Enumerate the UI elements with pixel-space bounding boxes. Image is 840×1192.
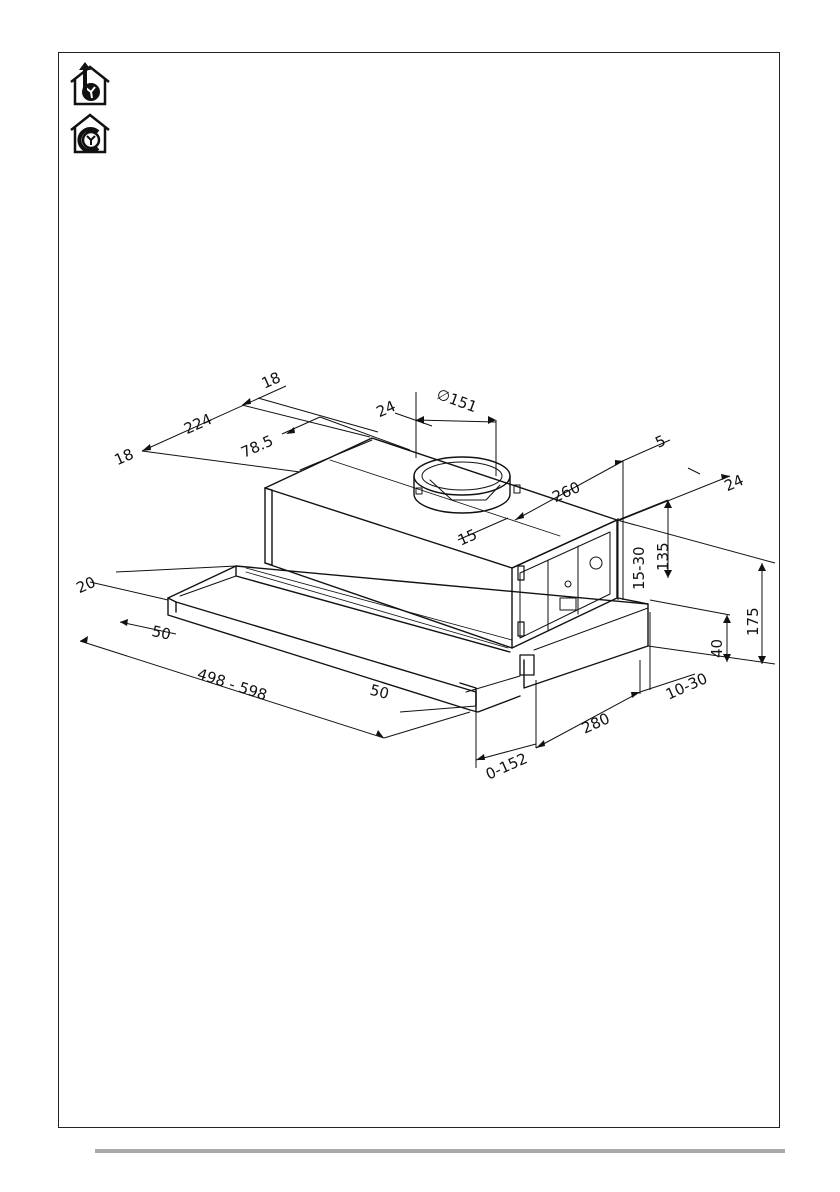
- dim-side-10-30: 10-30: [663, 669, 710, 703]
- footer-rule: [95, 1149, 785, 1153]
- dim-left-18: 18: [112, 445, 137, 469]
- dim-height-135: 135: [654, 542, 672, 571]
- dim-front-20: 20: [74, 573, 99, 597]
- hood-body-top: [265, 438, 617, 568]
- dim-depth-0-152: 0-152: [483, 749, 530, 783]
- dim-front-50-left: 50: [150, 622, 172, 644]
- dim-collar-diameter: ∅151: [434, 385, 479, 416]
- dim-height-175: 175: [744, 607, 762, 636]
- dim-depth-280: 280: [579, 709, 612, 737]
- dim-side-40: 40: [708, 639, 726, 658]
- dim-collar-offset-24: 24: [374, 397, 399, 421]
- telescopic-drawer: [168, 566, 648, 688]
- dim-depth-78-5: 78.5: [238, 432, 276, 462]
- dim-depth-260: 260: [549, 478, 582, 506]
- dim-width-498-598: 498 - 598: [195, 665, 269, 704]
- dim-front-50-right: 50: [368, 681, 391, 703]
- dim-height-15-30: 15-30: [630, 546, 648, 590]
- dim-right-24: 24: [722, 471, 747, 495]
- dim-width-224: 224: [181, 410, 214, 438]
- dim-height-15: 15: [455, 525, 480, 549]
